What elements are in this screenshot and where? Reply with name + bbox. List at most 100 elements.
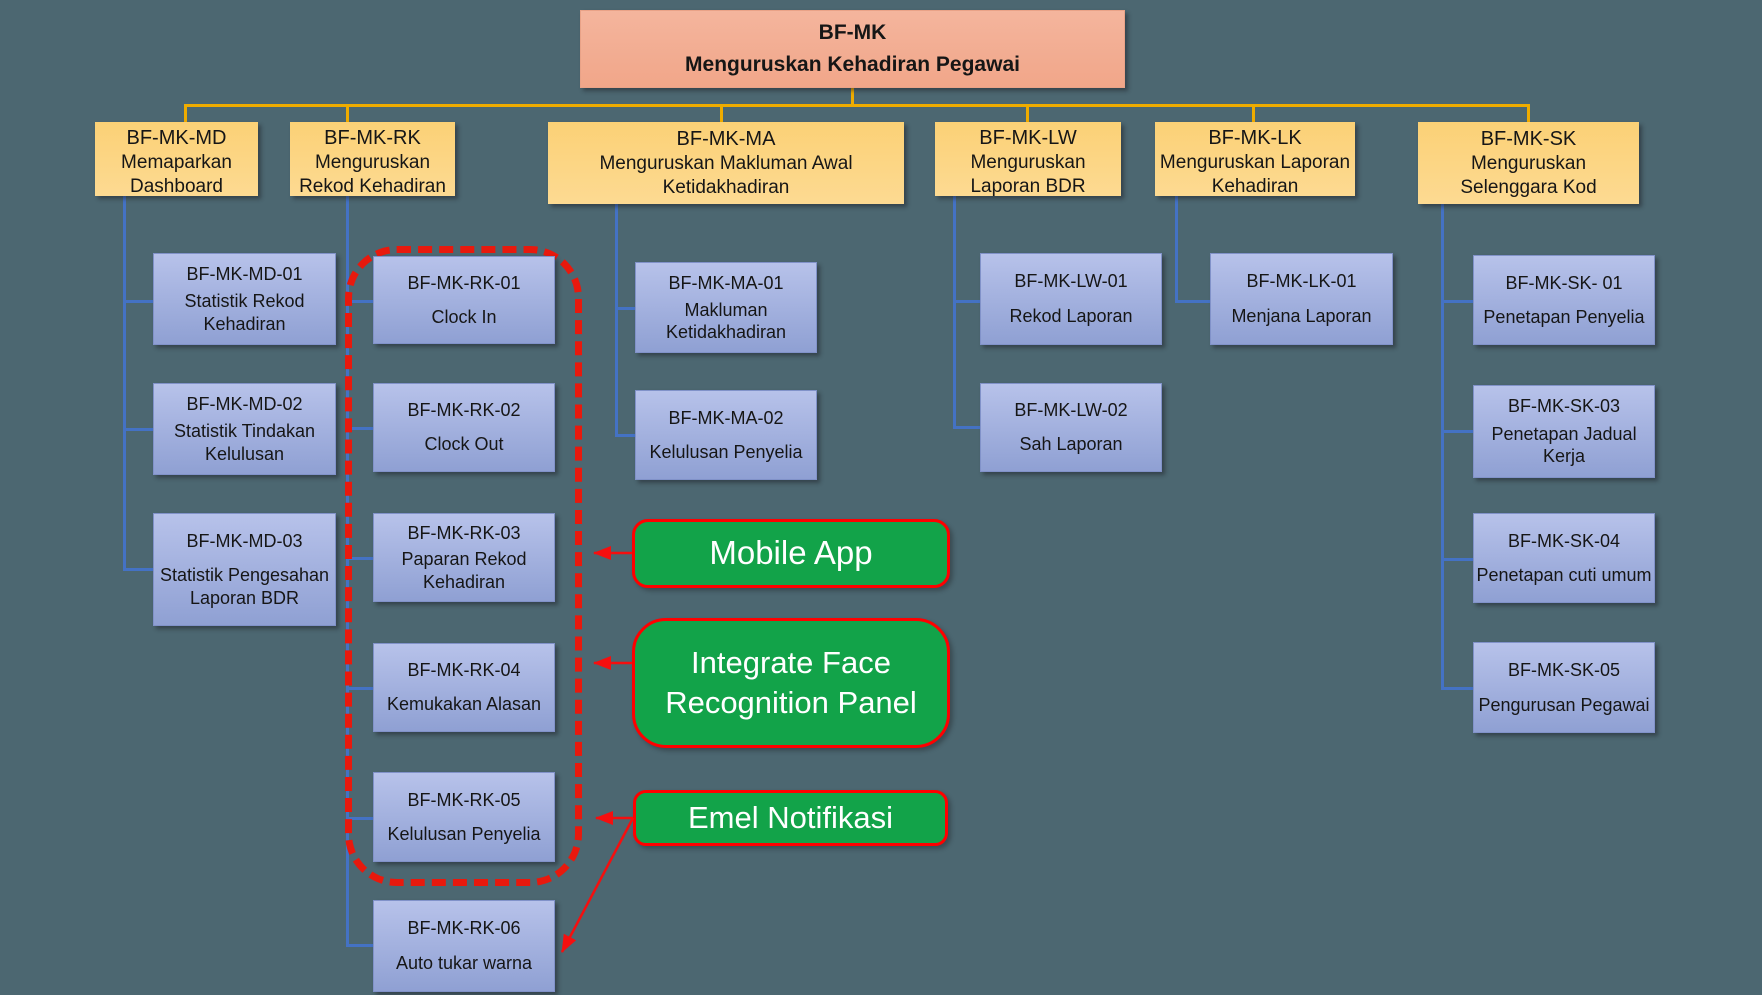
child-md-01-code: BF-MK-MD-01 <box>186 263 303 284</box>
child-rk-04-label: Kemukakan Alasan <box>386 694 542 715</box>
child-node-sk-04: BF-MK-SK-04 Penetapan cuti umum <box>1473 513 1655 603</box>
child-sk-01-code: BF-MK-SK- 01 <box>1505 272 1623 293</box>
child-node-rk-06: BF-MK-RK-06 Auto tukar warna <box>373 900 555 992</box>
connector-elbow-rk-03 <box>346 557 373 560</box>
child-md-03-code: BF-MK-MD-03 <box>186 530 303 551</box>
root-label: Menguruskan Kehadiran Pegawai <box>685 52 1020 76</box>
branch-rk-code: BF-MK-RK <box>324 127 421 149</box>
connector-elbow-md-01 <box>123 300 153 303</box>
connector-elbow-md-02 <box>123 428 153 431</box>
child-sk-01-label: Penetapan Penyelia <box>1483 306 1645 327</box>
connector-elbow-lw-02 <box>953 426 980 429</box>
branch-lw-code: BF-MK-LW <box>979 127 1077 149</box>
connector-elbow-ma-01 <box>615 307 635 310</box>
child-lk-01-code: BF-MK-LK-01 <box>1246 271 1357 292</box>
child-lw-01-label: Rekod Laporan <box>1009 306 1133 327</box>
child-rk-04-code: BF-MK-RK-04 <box>407 660 521 681</box>
child-node-md-01: BF-MK-MD-01 Statistik Rekod Kehadiran <box>153 253 336 345</box>
child-node-sk-01: BF-MK-SK- 01 Penetapan Penyelia <box>1473 255 1655 345</box>
child-sk-05-code: BF-MK-SK-05 <box>1507 660 1621 680</box>
root-node: BF-MK Menguruskan Kehadiran Pegawai <box>580 10 1125 88</box>
connector-trunk-md <box>123 196 126 570</box>
connector-elbow-md-03 <box>123 568 153 571</box>
child-rk-03-code: BF-MK-RK-03 <box>407 522 521 543</box>
connector-elbow-lw-01 <box>953 300 980 303</box>
branch-sk-label: Menguruskan Selenggara Kod <box>1460 153 1597 198</box>
child-node-rk-03: BF-MK-RK-03 Paparan Rekod Kehadiran <box>373 513 555 602</box>
child-sk-03-label: Penetapan Jadual Kerja <box>1491 423 1637 467</box>
child-node-lw-01: BF-MK-LW-01 Rekod Laporan <box>980 253 1162 345</box>
annotation-face-recognition: Integrate Face Recognition Panel <box>632 618 950 748</box>
connector-trunk-ma <box>615 204 618 436</box>
child-rk-05-code: BF-MK-RK-05 <box>407 789 521 810</box>
connector-root-drop <box>851 88 854 105</box>
connector-elbow-rk-05 <box>346 817 373 820</box>
child-md-03-label: Statistik Pengesahan Laporan BDR <box>159 565 330 608</box>
child-ma-01-code: BF-MK-MA-01 <box>668 272 784 293</box>
child-lw-01-code: BF-MK-LW-01 <box>1014 271 1128 292</box>
child-node-sk-03: BF-MK-SK-03 Penetapan Jadual Kerja <box>1473 385 1655 478</box>
branch-node-lw: BF-MK-LW Menguruskan Laporan BDR <box>935 122 1121 197</box>
child-rk-06-code: BF-MK-RK-06 <box>407 918 521 939</box>
connector-main-horizontal <box>184 104 1530 107</box>
connector-drop-ma <box>720 104 723 124</box>
connector-elbow-rk-04 <box>346 687 373 690</box>
child-rk-01-label: Clock In <box>431 306 497 327</box>
child-lw-02-code: BF-MK-LW-02 <box>1014 400 1128 421</box>
child-sk-05-label: Pengurusan Pegawai <box>1478 694 1650 715</box>
child-node-rk-01: BF-MK-RK-01 Clock In <box>373 256 555 344</box>
branch-sk-code: BF-MK-SK <box>1480 127 1577 150</box>
branch-node-lk: BF-MK-LK Menguruskan Laporan Kehadiran <box>1155 122 1355 197</box>
annotation-face-recognition-label: Integrate Face Recognition Panel <box>665 644 917 720</box>
child-rk-01-code: BF-MK-RK-01 <box>407 273 521 293</box>
connector-drop-lw <box>1026 104 1029 124</box>
branch-lw-label: Menguruskan Laporan BDR <box>970 152 1086 197</box>
branch-rk-label: Menguruskan Rekod Kehadiran <box>299 152 446 197</box>
child-node-rk-04: BF-MK-RK-04 Kemukakan Alasan <box>373 643 555 732</box>
child-node-ma-02: BF-MK-MA-02 Kelulusan Penyelia <box>635 390 817 480</box>
child-rk-05-label: Kelulusan Penyelia <box>387 823 541 844</box>
connector-elbow-sk-04 <box>1441 558 1473 561</box>
child-md-01-label: Statistik Rekod Kehadiran <box>184 291 305 334</box>
branch-node-md: BF-MK-MD Memaparkan Dashboard <box>95 122 258 197</box>
branch-node-sk: BF-MK-SK Menguruskan Selenggara Kod <box>1418 122 1639 204</box>
child-node-md-02: BF-MK-MD-02 Statistik Tindakan Kelulusan <box>153 383 336 475</box>
child-sk-03-code: BF-MK-SK-03 <box>1507 396 1621 417</box>
child-node-ma-01: BF-MK-MA-01 Makluman Ketidakhadiran <box>635 262 817 353</box>
child-lk-01-label: Menjana Laporan <box>1231 306 1372 327</box>
connector-trunk-lw <box>953 196 956 428</box>
connector-drop-rk <box>346 104 349 124</box>
child-node-lk-01: BF-MK-LK-01 Menjana Laporan <box>1210 253 1393 345</box>
connector-drop-sk <box>1527 104 1530 124</box>
connector-elbow-sk-01 <box>1441 300 1473 303</box>
child-rk-06-label: Auto tukar warna <box>395 953 533 974</box>
branch-node-ma: BF-MK-MA Menguruskan Makluman Awal Ketid… <box>548 122 904 204</box>
child-ma-02-label: Kelulusan Penyelia <box>649 441 803 462</box>
child-sk-04-label: Penetapan cuti umum <box>1476 564 1652 585</box>
annotation-mobile-app: Mobile App <box>632 519 950 588</box>
annotation-emel-notifikasi-label: Emel Notifikasi <box>688 799 893 835</box>
child-md-02-label: Statistik Tindakan Kelulusan <box>173 421 316 464</box>
connector-elbow-rk-01 <box>346 300 373 303</box>
branch-lk-label: Menguruskan Laporan Kehadiran <box>1159 152 1351 197</box>
child-node-rk-02: BF-MK-RK-02 Clock Out <box>373 383 555 472</box>
child-node-sk-05: BF-MK-SK-05 Pengurusan Pegawai <box>1473 642 1655 733</box>
connector-drop-lk <box>1252 104 1255 124</box>
branch-md-label: Memaparkan Dashboard <box>121 152 232 197</box>
branch-node-rk: BF-MK-RK Menguruskan Rekod Kehadiran <box>290 122 455 197</box>
connector-drop-md <box>184 104 187 124</box>
connector-trunk-sk <box>1441 204 1444 690</box>
highlight-dashed-region <box>345 246 582 886</box>
child-rk-02-code: BF-MK-RK-02 <box>407 400 521 421</box>
connector-trunk-lk <box>1175 196 1178 303</box>
connector-elbow-lk-01 <box>1175 300 1210 303</box>
branch-ma-label: Menguruskan Makluman Awal Ketidakhadiran <box>599 153 853 198</box>
child-ma-01-label: Makluman Ketidakhadiran <box>665 299 787 343</box>
child-rk-02-label: Clock Out <box>424 434 504 455</box>
child-md-02-code: BF-MK-MD-02 <box>186 393 303 414</box>
child-rk-03-label: Paparan Rekod Kehadiran <box>401 549 527 592</box>
connector-elbow-ma-02 <box>615 434 635 437</box>
child-node-lw-02: BF-MK-LW-02 Sah Laporan <box>980 383 1162 472</box>
branch-md-code: BF-MK-MD <box>126 127 227 149</box>
